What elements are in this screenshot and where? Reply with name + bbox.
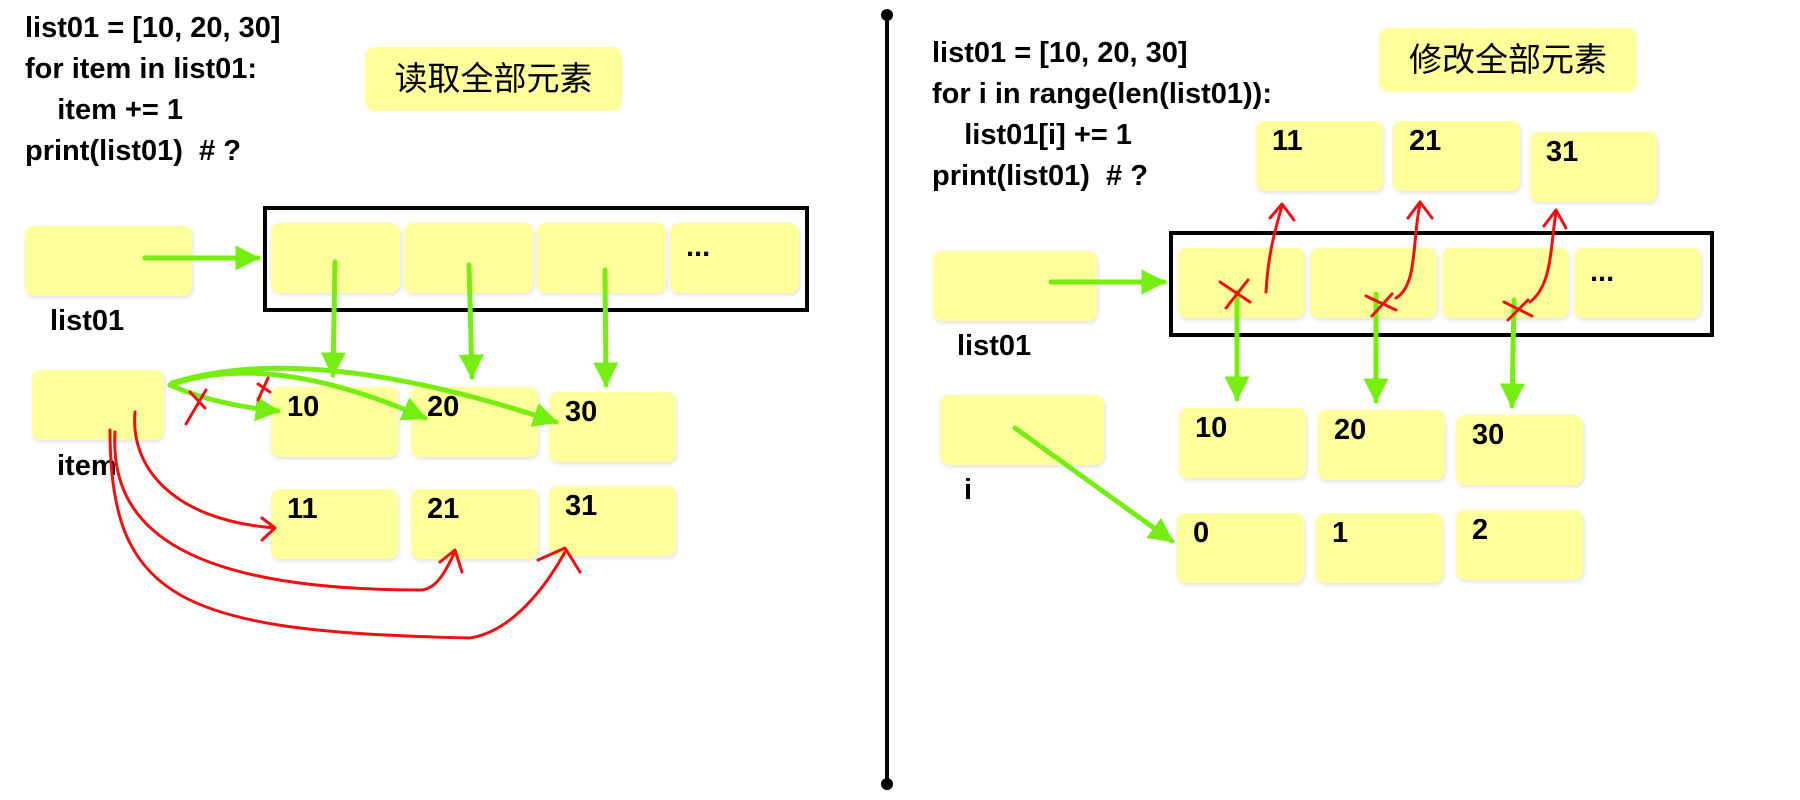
left-code-block: list01 = [10, 20, 30] for item in list01…: [25, 8, 281, 172]
list01-variable-label: list01: [957, 330, 1032, 362]
code-line: list01 = [10, 20, 30]: [932, 37, 1188, 69]
value-box-20: 20: [411, 387, 538, 457]
code-line: list01 = [10, 20, 30]: [25, 12, 281, 44]
list-object-frame: [1169, 231, 1714, 337]
list-slot-ellipsis: ...: [670, 223, 799, 293]
list01-variable-box: [933, 251, 1097, 321]
index-box-0: 0: [1177, 513, 1304, 583]
code-line: print(list01) # ?: [25, 135, 241, 167]
new-value-box-11: 11: [1256, 121, 1383, 191]
new-value-box-21: 21: [1393, 121, 1520, 191]
item-variable-label: item: [57, 450, 117, 482]
list-object-frame: [263, 206, 809, 312]
code-line: list01[i] += 1: [932, 119, 1132, 151]
divider-top-dot: [881, 9, 893, 21]
value-box-11: 11: [271, 489, 398, 559]
value-box-31: 31: [549, 486, 676, 556]
list-slot-1: [1310, 248, 1437, 318]
left-title-note: 读取全部元素: [365, 47, 622, 111]
list-slot-2: [1442, 248, 1569, 318]
index-box-1: 1: [1316, 513, 1443, 583]
code-line: for item in list01:: [25, 53, 258, 85]
new-value-box-31: 31: [1530, 132, 1657, 202]
index-box-2: 2: [1456, 510, 1583, 580]
list-slot-0: [271, 223, 400, 293]
code-line: for i in range(len(list01)):: [932, 78, 1272, 110]
value-box-21: 21: [411, 489, 538, 559]
value-box-30: 30: [549, 392, 676, 462]
panel-divider: [885, 14, 889, 786]
list-slot-0: [1178, 248, 1305, 318]
left-panel-read-all: list01 = [10, 20, 30] for item in list01…: [0, 0, 880, 800]
list-slot-2: [537, 223, 666, 293]
right-code-block: list01 = [10, 20, 30] for i in range(len…: [932, 33, 1272, 197]
list-slot-1: [404, 223, 533, 293]
i-variable-box: [940, 395, 1104, 465]
value-box-20: 20: [1318, 410, 1445, 480]
right-title-note: 修改全部元素: [1379, 28, 1637, 92]
value-box-10: 10: [1179, 408, 1306, 478]
value-box-10: 10: [271, 387, 398, 457]
divider-bottom-dot: [881, 778, 893, 790]
list01-variable-label: list01: [50, 305, 125, 337]
list-slot-ellipsis: ...: [1574, 248, 1701, 318]
right-panel-modify-all: list01 = [10, 20, 30] for i in range(len…: [900, 0, 1800, 800]
i-variable-label: i: [964, 474, 973, 506]
code-line: print(list01) # ?: [932, 160, 1148, 192]
list01-variable-box: [25, 226, 192, 296]
value-box-30: 30: [1456, 415, 1583, 485]
item-variable-box: [32, 370, 164, 440]
code-line: item += 1: [25, 94, 183, 126]
